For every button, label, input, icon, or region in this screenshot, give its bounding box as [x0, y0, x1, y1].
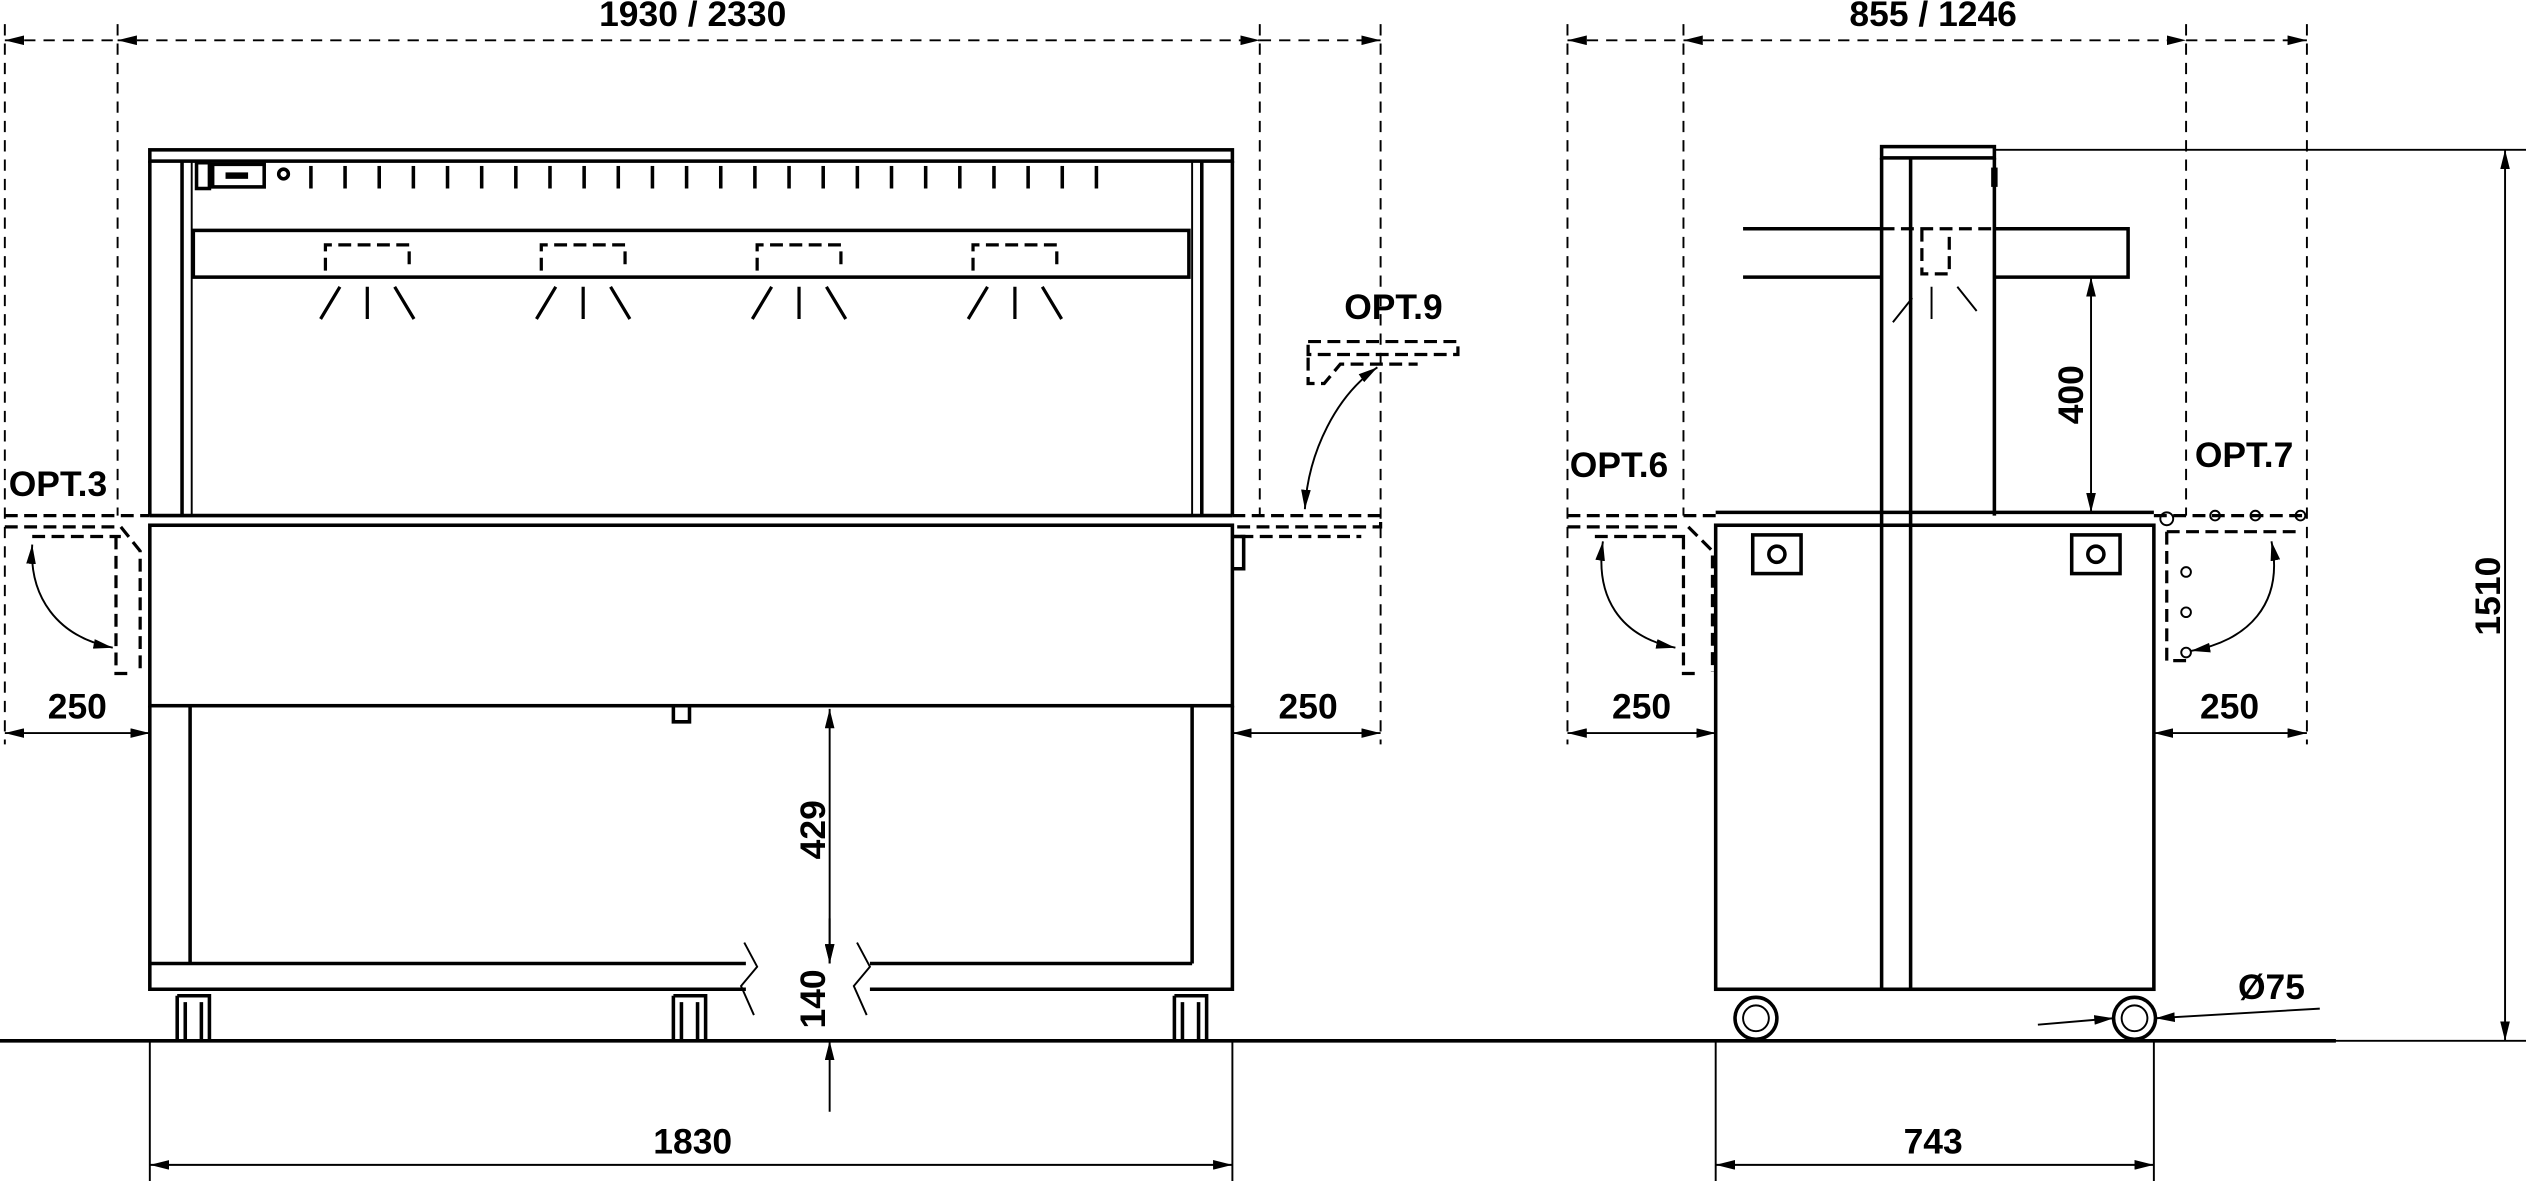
opt3-label: OPT.3 — [9, 464, 107, 504]
left-shelf-option-side: OPT.6 — [1567, 445, 1716, 676]
lamp-icon — [319, 243, 416, 320]
handle-right — [2069, 533, 2122, 576]
opt9-label: OPT.9 — [1344, 287, 1442, 327]
wheel-left — [1733, 995, 1779, 1041]
wheel-right — [2111, 995, 2158, 1041]
overall-width-dimension: 1930 / 2330 — [3, 0, 1382, 745]
cabinet — [1713, 510, 2158, 1041]
lamp-icon — [966, 243, 1064, 320]
side-shelf-left-label: 250 — [1612, 687, 1671, 727]
opt7-label: OPT.7 — [2195, 435, 2293, 475]
lamp-icon — [535, 243, 632, 320]
lamps — [319, 243, 1064, 320]
counter-body — [148, 513, 1246, 1016]
opt6-label: OPT.6 — [1570, 445, 1668, 485]
overall-depth-dimension: 855 / 1246 — [1566, 0, 2308, 745]
front-view: 1930 / 2330 — [3, 0, 1460, 1181]
front-shelf-left-label: 250 — [48, 687, 107, 727]
overall-depth-label: 855 / 1246 — [1849, 0, 2016, 34]
foot-height-label: 140 — [793, 969, 833, 1028]
light-height-label: 400 — [2051, 365, 2091, 424]
side-view: 855 / 1246 OPT.6 — [1566, 0, 2526, 1181]
vent-slots — [309, 165, 1099, 189]
right-shelf-option-side: OPT.7 — [2153, 435, 2307, 663]
base-width-label: 1830 — [653, 1122, 732, 1162]
front-shelf-right-label: 250 — [1279, 687, 1338, 727]
light-bar — [191, 228, 1191, 279]
left-shelf-option: OPT.3 — [4, 464, 150, 676]
handle-left — [1750, 533, 1803, 576]
lamp-icon — [750, 243, 848, 320]
base-depth-label: 743 — [1904, 1122, 1963, 1162]
control-panel — [194, 160, 291, 191]
wheel-diameter-label: Ø75 — [2238, 967, 2305, 1007]
canopy — [148, 148, 1235, 516]
column-and-light — [1743, 144, 2130, 992]
right-shelf-option: OPT.9 — [1232, 287, 1460, 539]
side-shelf-right-label: 250 — [2200, 687, 2259, 727]
clearance-label: 429 — [793, 800, 833, 859]
overall-width-label: 1930 / 2330 — [599, 0, 786, 34]
total-height-label: 1510 — [2468, 557, 2508, 636]
feet — [175, 993, 1209, 1041]
